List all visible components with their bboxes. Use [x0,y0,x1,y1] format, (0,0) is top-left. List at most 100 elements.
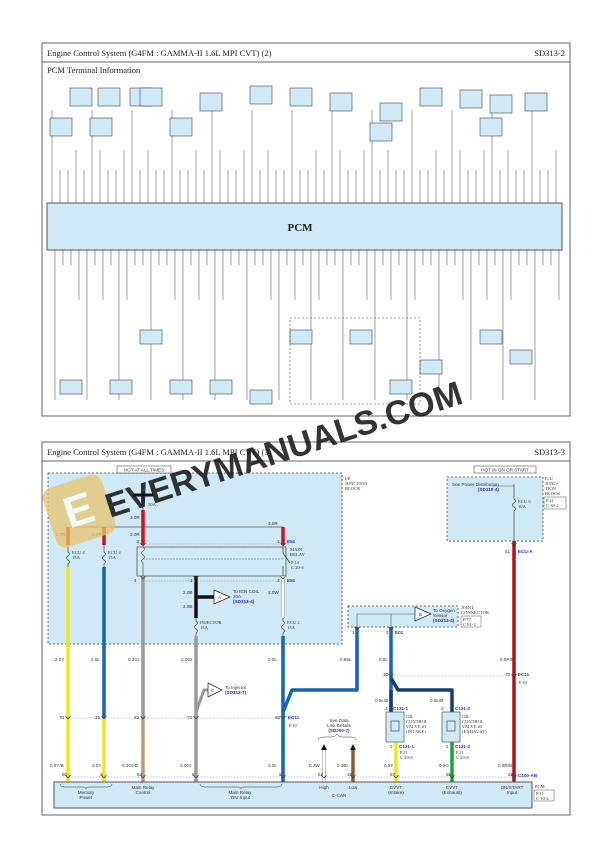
top-component [369,122,393,142]
svg-text:CONTROL: CONTROL [462,719,484,724]
fuse-main [141,495,145,510]
svg-text:CONTROL: CONTROL [406,719,428,724]
top-component [209,379,233,395]
pin-marker [140,542,146,547]
diagram-label: 87 [390,772,396,777]
marker-c-to-injector[interactable]: C [207,682,223,698]
pin-marker [140,575,146,580]
top-component [49,117,73,137]
pin-marker [393,774,399,779]
diagram-label: 2.0L [91,657,100,662]
diagram-label: 0.3Br [337,763,348,768]
top-page-subtitle: PCM Terminal Information [47,65,141,75]
diagram-label: 3 [100,772,103,777]
marker-b-to-oxygen[interactable]: B [414,606,432,622]
diagram-label: P.21 [456,750,464,755]
top-component [199,92,223,112]
fuse-ecu6 [512,496,516,541]
top-dashed-block [289,317,421,405]
diagram-label: 15A [108,555,117,560]
bottom-diagram-panel: Engine Control System (G4FM : GAMMA-II 1… [41,441,571,816]
diagram-label: 0.5Y/B [50,763,64,768]
top-component [329,92,353,112]
top-component [249,389,273,405]
diagram-label: 3.0R [268,521,278,526]
icu-junction-block [446,476,544,542]
marker-a-to-ign-coil[interactable]: A [213,589,231,605]
diagram-label: 2 [385,706,388,711]
pin-marker [388,673,394,678]
fuse-injector [194,618,198,636]
diagram-label: 88 [446,772,452,777]
diagram-label: 'ON' Input [230,795,251,800]
diagram-label: Memory [78,790,95,795]
diagram-label: 2.0Y [55,657,64,662]
svg-text:P.11: P.11 [536,791,544,796]
diagram-label: 3 [277,578,280,583]
diagram-label: 30 [383,672,389,677]
diagram-label: ON/START [501,785,524,790]
bottom-page-code: SD313-3 [534,447,565,457]
pin-marker [140,715,146,720]
diagram-label: C-CAN [332,793,347,798]
top-component [89,117,113,137]
top-component [509,349,533,365]
fuse-ecu4-a [66,545,70,567]
top-component [524,92,548,112]
ie-junction-label: I/E JUNCTION BLOCK [345,476,368,491]
diagram-label: 50A [148,502,157,507]
top-component [289,329,313,345]
svg-text:B: B [419,612,422,617]
top-component [419,359,443,375]
diagram-label: ECU 4 [108,550,121,555]
pin-marker [511,774,517,779]
data-link-ref-link[interactable]: (SD200-7) [328,728,350,733]
ign-coil-ref-link[interactable]: (SD313-4) [233,599,255,604]
pin-marker [321,774,327,779]
diagram-label: 3 [386,630,389,635]
top-wiring [49,85,560,405]
diagram-label: 2.0Gr [180,763,192,768]
pin-marker [511,542,517,547]
pin-marker [511,673,517,678]
svg-text:PCM: PCM [535,784,545,789]
svg-text:BLOCK: BLOCK [345,486,361,491]
diagram-label: C 20-8 [400,755,413,760]
top-component [349,329,373,345]
diagram-label: 2.0B [183,590,192,595]
pcm-label: PCM [287,222,313,234]
data-link-label: See Data [329,718,349,723]
diagram-label: P.10 [289,723,297,728]
diagram-label: 74 [187,715,193,720]
diagram-label: 0.5R/B [498,763,512,768]
pcm-connector-box [53,781,533,809]
top-diagram-panel: Engine Control System (G4FM : GAMMA-II 1… [41,42,571,417]
diagram-label: 2.0L [268,657,277,662]
top-component [139,87,163,107]
diagram-label: E01 [395,630,404,635]
diagram-label: 2 [441,706,444,711]
pin-marker [280,715,286,720]
top-component [59,379,83,395]
ign-coil-label: To IGN COIL [233,589,260,594]
diagram-label: 45 [347,772,353,777]
see-power-ref-link[interactable]: (SD110-4) [478,487,499,492]
injector-ref-link[interactable]: (SD313-7) [225,690,247,695]
diagram-label: 15A [287,625,296,630]
top-component [289,87,313,107]
svg-text:OIL: OIL [462,714,470,719]
svg-text:CONNECTOR: CONNECTOR [461,610,490,615]
oxygen-ref-link[interactable]: (SD313-4) [433,618,455,623]
diagram-label: 0.5L/B [375,698,388,703]
diagram-label: Main Relay [229,790,253,795]
diagram-label: ECU 6 [518,499,531,504]
diagram-label: C 20-8 [456,755,469,760]
diagram-label: 2 [137,539,140,544]
diagram-label: 0.85L [340,657,352,662]
top-component [169,379,193,395]
main-relay [136,546,287,577]
top-component [459,89,483,109]
diagram-label: 0.3Gr [128,657,140,662]
